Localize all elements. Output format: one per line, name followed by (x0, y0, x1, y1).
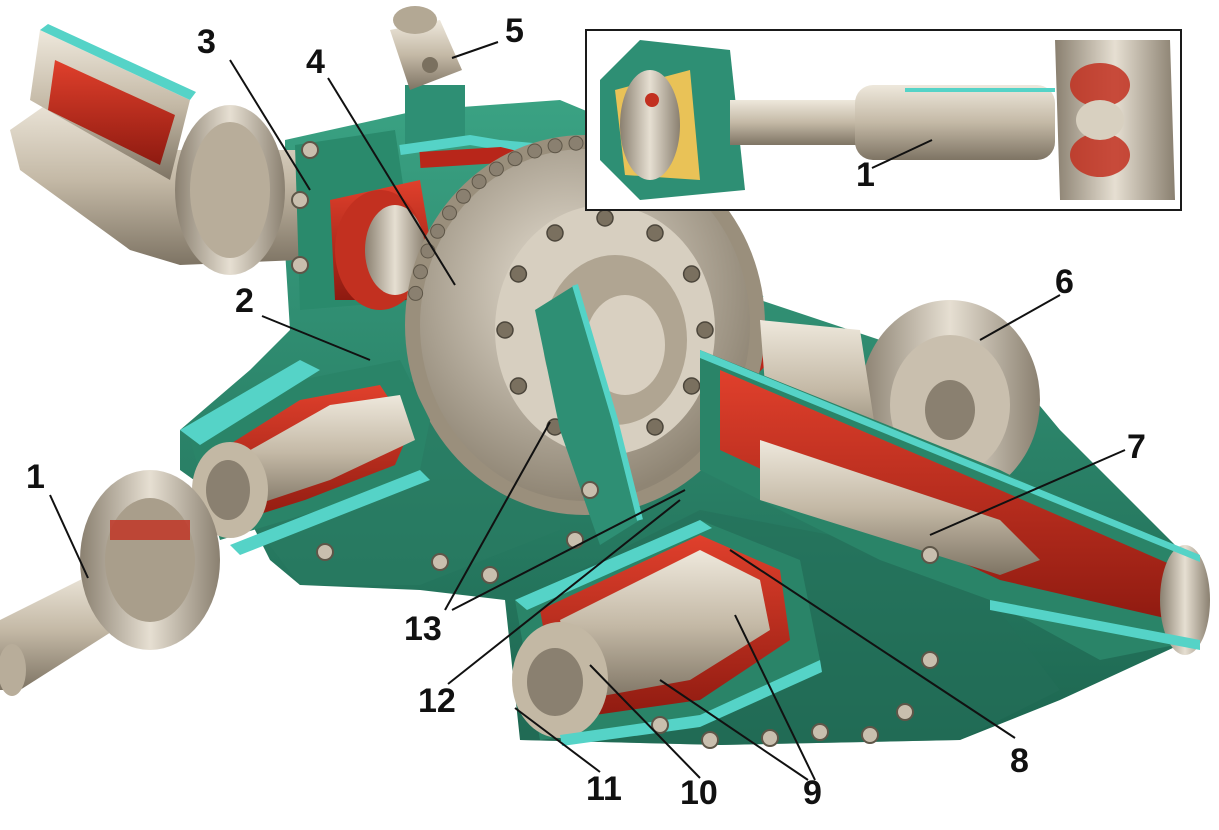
callout-leader-line (729, 549, 1016, 739)
callout-11: 11 (586, 770, 622, 808)
ring-gear-bolt (596, 209, 614, 227)
ring-gear-tooth (442, 205, 457, 221)
callout-leader-line (589, 664, 701, 779)
callout-6: 6 (1055, 263, 1074, 301)
housing-bolt (291, 191, 309, 209)
housing-bolt (811, 723, 829, 741)
ring-gear-bolt (509, 265, 528, 283)
ring-gear-tooth (413, 264, 428, 280)
drive-pinion-assembly (180, 360, 430, 555)
callout-12: 12 (418, 682, 456, 720)
callout-3: 3 (197, 23, 216, 61)
housing-bolt (431, 553, 449, 571)
ring-gear-bolt (496, 321, 514, 339)
housing-bolt (921, 651, 939, 669)
callout-leader-line (229, 59, 311, 191)
callout-leader-line (659, 679, 809, 781)
ring-gear-bolt (682, 265, 701, 283)
callout-8: 8 (1010, 742, 1029, 780)
callout-leader-line (327, 77, 456, 286)
housing-bolt (896, 703, 914, 721)
support-plate (535, 285, 640, 545)
ring-gear-tooth (488, 161, 504, 177)
ring-gear-tooth (430, 223, 446, 239)
callout-leader-lines (49, 41, 1126, 781)
housing-bolt (291, 256, 309, 274)
inset-propeller-shaft (587, 31, 1180, 209)
ring-gear-tooth (408, 285, 424, 301)
callout-9: 9 (803, 774, 822, 812)
callout-2: 2 (235, 282, 254, 320)
housing-bolt (581, 481, 599, 499)
housing-bolt (481, 566, 499, 584)
callout-leader-line (514, 707, 601, 773)
ring-gear-tooth (568, 135, 584, 151)
callout-leader-line (49, 494, 89, 579)
ring-gear-bolt (646, 224, 664, 242)
ring-gear-tooth (471, 174, 487, 190)
ring-gear-bolt (546, 224, 564, 242)
ring-gear-tooth (420, 243, 436, 259)
ring-gear-tooth (455, 188, 471, 204)
ring-gear-bolts (496, 209, 714, 451)
callout-leader-line (734, 614, 816, 781)
housing-bolts (291, 141, 939, 749)
callout-10: 10 (680, 774, 718, 812)
flange-cover (295, 130, 440, 310)
propeller-shaft-inset-frame (585, 29, 1182, 211)
upper-input-shaft (10, 24, 300, 275)
callout-leader-line (979, 294, 1061, 341)
callout-leader-line (451, 41, 499, 59)
housing-bolt (701, 731, 719, 749)
callout-leader-line (444, 421, 551, 611)
ring-gear-bolt (696, 321, 714, 339)
ring-gear-tooth (527, 143, 543, 159)
breather-valve (390, 6, 465, 145)
housing-bolt (761, 729, 779, 747)
lower-output-shaft-assembly (512, 520, 822, 746)
callout-leader-line (871, 139, 933, 169)
housing-bolt (921, 546, 939, 564)
callout-leader-line (451, 489, 686, 611)
callout-7: 7 (1127, 428, 1146, 466)
housing-bolt (301, 141, 319, 159)
callout-1-inset: 1 (856, 156, 875, 194)
left-propeller-shaft (0, 470, 220, 696)
support-plate-edge (572, 284, 643, 521)
ring-gear-tooth (507, 151, 523, 167)
callout-leader-line (447, 499, 681, 685)
callout-5: 5 (505, 12, 524, 50)
housing-bolt (316, 543, 334, 561)
callout-1-left: 1 (26, 458, 45, 496)
callout-4: 4 (306, 43, 325, 81)
ring-gear-bolt (682, 377, 701, 395)
housing-bolt (861, 726, 879, 744)
callout-leader-line (261, 315, 371, 361)
ring-gear-tooth (547, 138, 563, 154)
right-half-shaft (700, 350, 1210, 660)
ring-gear-bolt (509, 377, 528, 395)
callout-13: 13 (404, 610, 442, 648)
housing-bolt (651, 716, 669, 734)
ring-gear-bolt (646, 418, 664, 436)
callout-leader-line (929, 449, 1126, 536)
